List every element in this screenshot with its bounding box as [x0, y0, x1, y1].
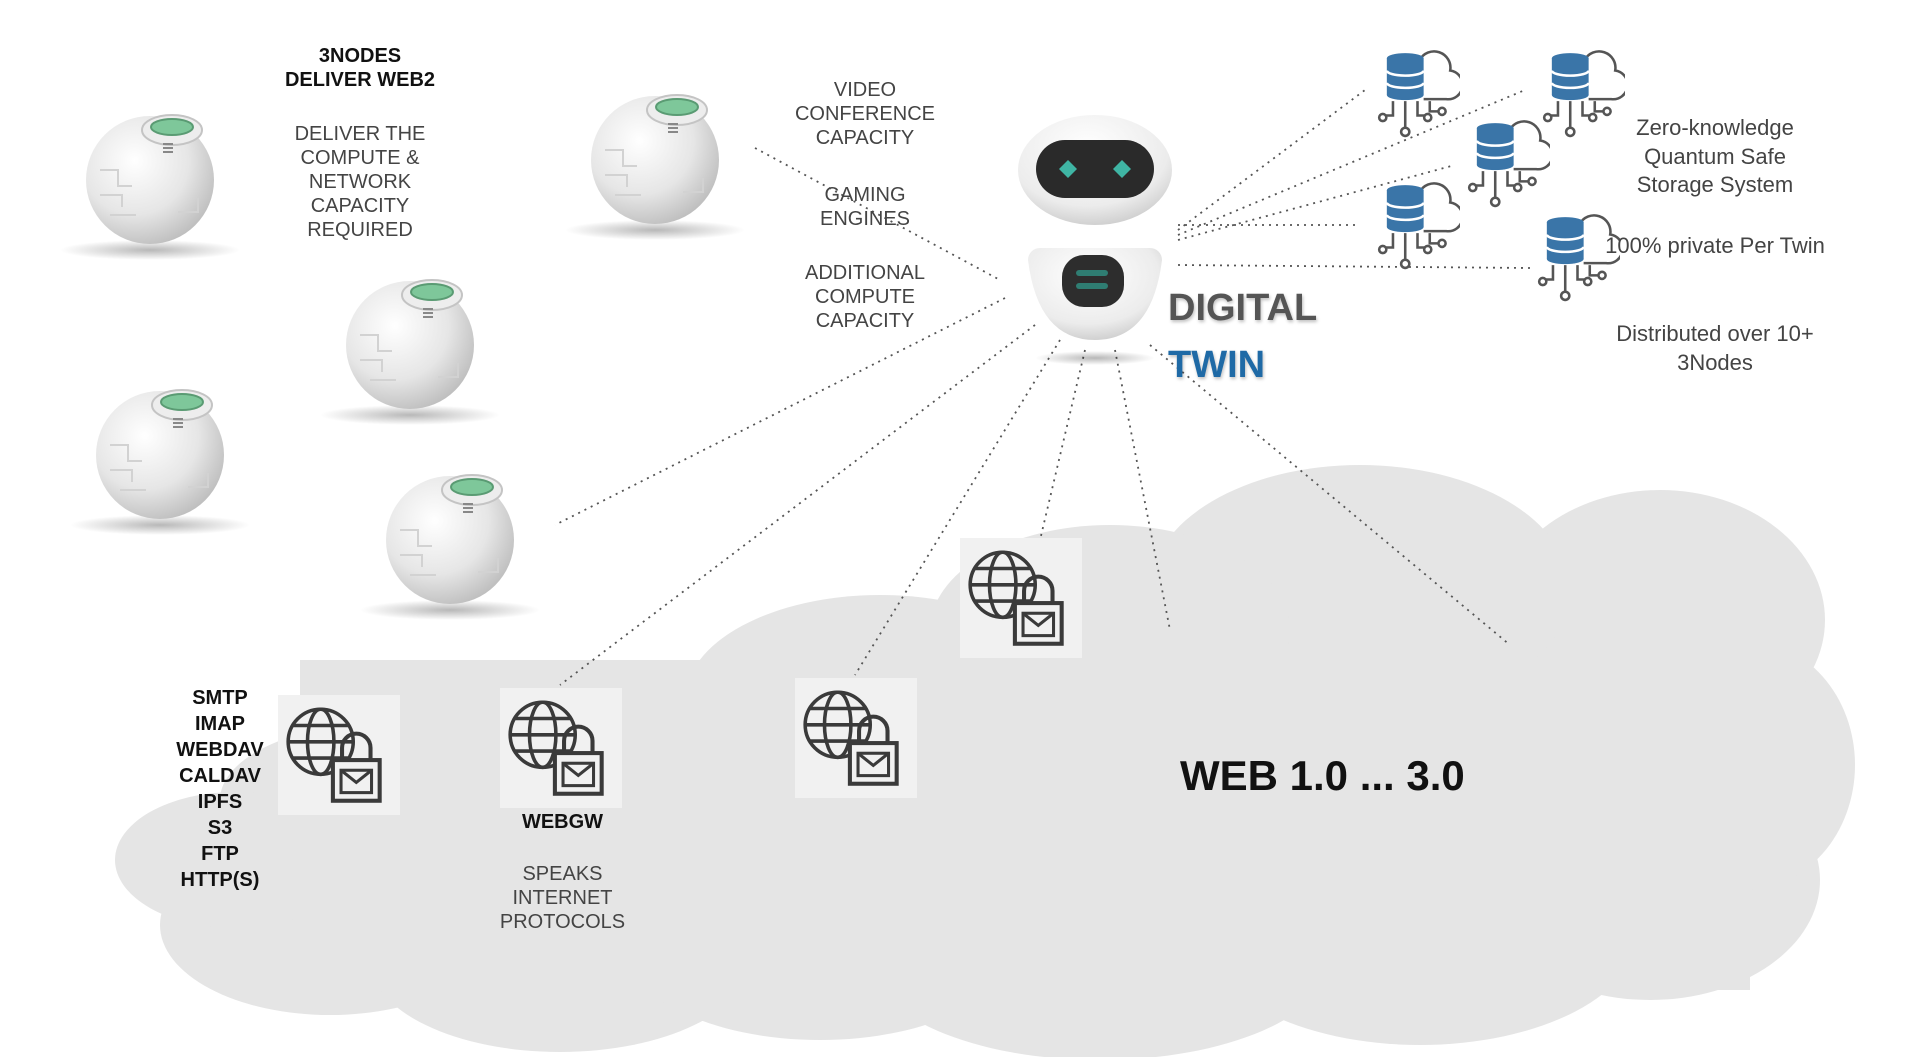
database-cloud-icon [1377, 182, 1460, 270]
capacity-video-label: VIDEO CONFERENCE CAPACITY [794, 79, 935, 149]
digital-twin-line1: DIGITAL [1168, 287, 1318, 329]
webgw-title: WEBGW [521, 811, 604, 833]
globe-lock-icon [278, 695, 400, 815]
3node-sphere [320, 279, 500, 426]
globe-lock-icon [960, 538, 1082, 658]
storage-description-1: Zero-knowledge Quantum Safe Storage Syst… [1636, 115, 1794, 198]
storage-description-3: Distributed over 10+ 3Nodes [1616, 321, 1814, 375]
3node-sphere [360, 474, 540, 621]
digital-twin-title: DIGITAL TWIN [1168, 280, 1317, 394]
database-cloud-icon [1467, 120, 1550, 208]
digital-twin-line2: TWIN [1168, 344, 1266, 386]
digital-twin-robot [1018, 115, 1172, 365]
3node-sphere [60, 114, 240, 261]
webgw-description: SPEAKS INTERNET PROTOCOLS [499, 863, 626, 933]
database-cloud-icon [1377, 50, 1460, 138]
nodes-heading: 3NODES DELIVER WEB2 [284, 45, 436, 91]
3node-sphere [565, 94, 745, 241]
globe-lock-icon [795, 678, 917, 798]
3node-sphere [70, 389, 250, 536]
globe-lock-icon [500, 688, 622, 808]
connection-lines [554, 89, 1531, 686]
protocol-list: SMTP IMAP WEBDAV CALDAV IPFS S3 FTP HTTP… [176, 687, 264, 891]
web-title: WEB 1.0 ... 3.0 [1180, 752, 1465, 799]
nodes-description: DELIVER THE COMPUTE & NETWORK CAPACITY R… [294, 123, 426, 241]
capacity-compute-label: ADDITIONAL COMPUTE CAPACITY [804, 262, 926, 332]
capacity-gaming-label: GAMING ENGINES [819, 184, 911, 230]
storage-description-2: 100% private Per Twin [1605, 233, 1825, 258]
